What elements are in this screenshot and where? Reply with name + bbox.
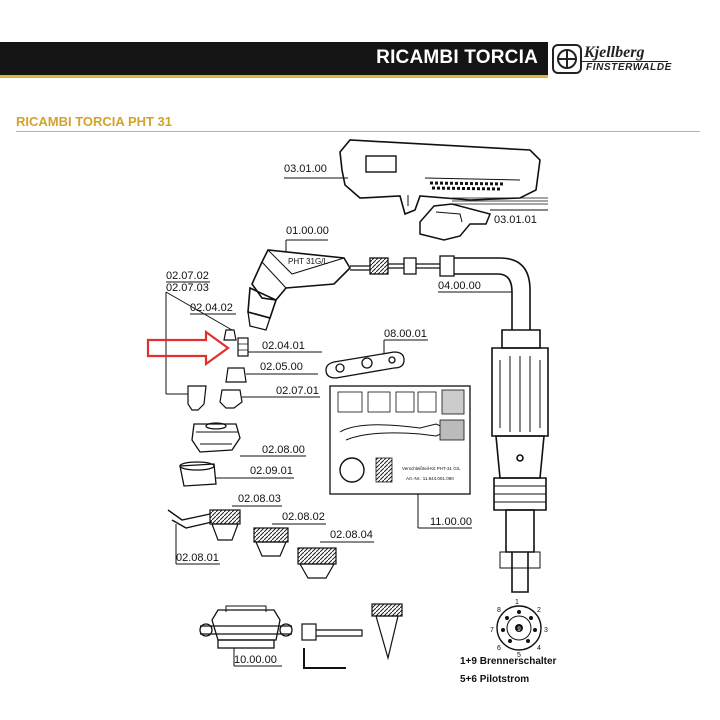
part-label-02-05-00: 02.05.00 <box>260 361 303 373</box>
part-02-04-01-shape <box>237 337 249 357</box>
pin-legend-line-1: 1+9 Brennerschalter <box>460 656 557 667</box>
part-label-03-01-01: 03.01.01 <box>494 214 537 226</box>
connection-fittings <box>350 255 455 277</box>
plug-pin-7: 7 <box>490 627 494 634</box>
part-label-02-08-02: 02.08.02 <box>282 511 325 523</box>
torch-handle <box>339 139 541 216</box>
header-title: RICAMBI TORCIA <box>376 47 538 68</box>
pin-legend-line-2: 5+6 Pilotstrom <box>460 674 530 685</box>
part-02-07-01-shape <box>219 389 243 409</box>
part-label-04-00-00: 04.00.00 <box>438 280 481 292</box>
part-label-01-00-00: 01.00.00 <box>286 225 329 237</box>
header-gold-underline <box>0 75 548 78</box>
plug-pin-2: 2 <box>537 607 541 614</box>
part-label-02-04-02: 02.04.02 <box>190 302 233 314</box>
plug-pin-6: 6 <box>497 645 501 652</box>
highlight-arrow-icon <box>146 329 230 367</box>
part-label-02-09-01: 02.09.01 <box>250 465 293 477</box>
part-label-11-00-00: 11.00.00 <box>430 516 472 528</box>
accessory-tools <box>301 603 403 669</box>
plug-pin-9: 9 <box>517 627 521 633</box>
plug-pin-1: 1 <box>515 599 519 606</box>
section-divider <box>16 131 700 132</box>
part-02-07-02-shape <box>187 385 207 411</box>
part-label-02-07-01: 02.07.01 <box>276 385 319 397</box>
brand-logo: Kjellberg FINSTERWALDE <box>552 44 672 76</box>
plug-pin-3: 3 <box>544 627 548 634</box>
plug-pin-diagram <box>496 605 542 651</box>
plug-pin-5: 5 <box>517 652 521 659</box>
torch-head <box>247 249 352 331</box>
part-02-08-02-shape <box>253 527 289 557</box>
plug-pin-8: 8 <box>497 607 501 614</box>
kit-card-art-no: Art.-Nr.: 11.844.001.090 <box>406 476 454 481</box>
plug-pin-4: 4 <box>537 645 541 652</box>
part-02-08-01-shape <box>167 509 213 529</box>
part-label-02-07-03: 02.07.03 <box>166 282 209 294</box>
part-label-02-07-02: 02.07.02 <box>166 270 209 282</box>
brand-divider <box>582 61 668 62</box>
header-title-band <box>0 42 548 75</box>
brand-subtitle: FINSTERWALDE <box>586 62 672 73</box>
part-02-04-02-shape <box>223 329 237 341</box>
part-02-09-01-shape <box>179 461 217 487</box>
part-08-00-01-shape <box>325 351 405 379</box>
part-label-02-08-04: 02.08.04 <box>330 529 373 541</box>
part-02-05-00-shape <box>225 367 247 383</box>
part-label-02-08-03: 02.08.03 <box>238 493 281 505</box>
brand-emblem-icon <box>552 44 582 74</box>
torch-head-marking: PHT 31G/L <box>288 257 328 266</box>
torch-trigger <box>419 197 548 241</box>
part-02-08-04-shape <box>297 547 337 579</box>
part-label-02-08-00: 02.08.00 <box>262 444 305 456</box>
part-label-03-01-00: 03.01.00 <box>284 163 327 175</box>
torch-hose-shaft <box>454 257 549 593</box>
part-label-08-00-01: 08.00.01 <box>384 328 427 340</box>
kit-card-title: Verschleißteil-Kit PHT-31 G/L <box>402 466 461 471</box>
section-title: RICAMBI TORCIA PHT 31 <box>16 114 173 129</box>
part-02-08-03-shape <box>209 509 241 541</box>
part-02-08-00-shape <box>191 422 241 453</box>
part-10-00-00-shape <box>199 605 293 649</box>
part-label-02-04-01: 02.04.01 <box>262 340 305 352</box>
brand-name: Kjellberg <box>584 44 645 61</box>
wear-parts-kit-card <box>329 385 471 495</box>
part-label-10-00-00: 10.00.00 <box>234 654 277 666</box>
part-label-02-08-01: 02.08.01 <box>176 552 219 564</box>
